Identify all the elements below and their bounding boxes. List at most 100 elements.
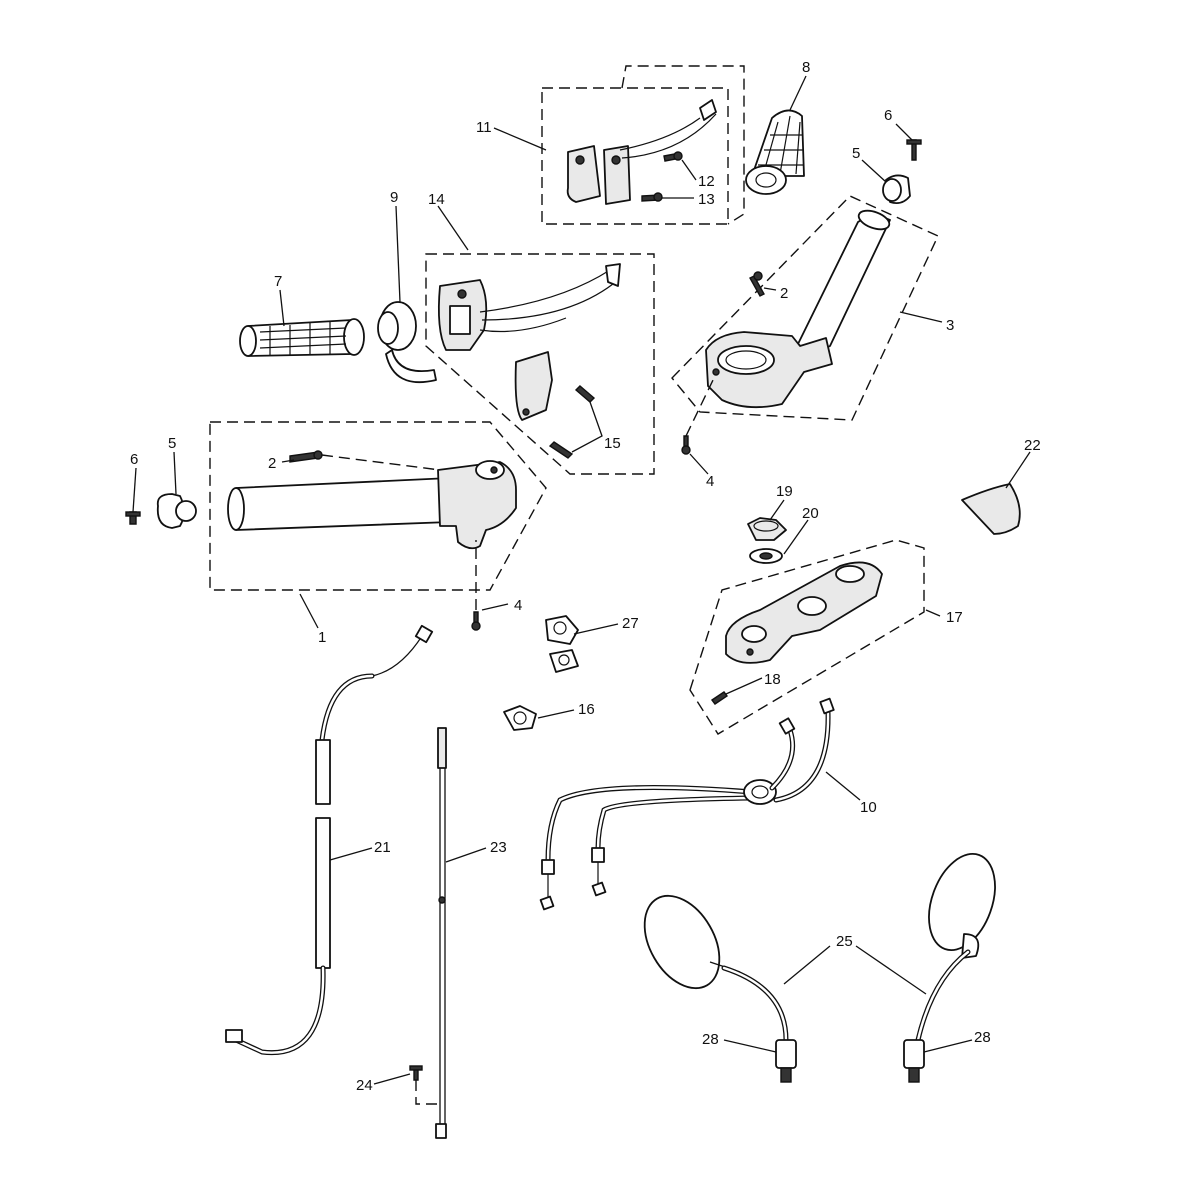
callout-8: 8: [802, 59, 810, 76]
cable-clip-27: [545, 615, 579, 673]
leader-24: [373, 1073, 411, 1085]
left-switch-housing: [437, 263, 621, 421]
leader-20: [783, 519, 809, 555]
callout-6a: 6: [130, 451, 138, 468]
decal-22: [961, 483, 1021, 535]
screw-2-right: [749, 271, 765, 297]
clutch-cable: [225, 624, 434, 1056]
mirror-left: [643, 894, 797, 1083]
screw-13: [641, 192, 663, 202]
callout-18: 18: [764, 671, 781, 688]
group-outline-1: [209, 421, 547, 591]
leader-25a: [783, 945, 831, 985]
right-handlebar: [705, 209, 891, 409]
leader-16: [537, 709, 575, 719]
mirror-right: [903, 853, 996, 1083]
callout-2b: 2: [780, 285, 788, 302]
callout-3: 3: [946, 317, 954, 334]
leader-4b-dashed: [685, 377, 715, 437]
callout-17: 17: [946, 609, 963, 626]
callout-11: 11: [476, 119, 492, 136]
leader-17: [925, 609, 941, 617]
callout-22: 22: [1024, 437, 1041, 454]
leader-2b: [763, 287, 777, 291]
group-outline-11-back: [621, 65, 745, 225]
group-outline-17: [689, 539, 925, 735]
leader-27: [573, 623, 619, 635]
leader-10: [825, 771, 861, 801]
callout-14: 14: [428, 191, 445, 208]
callout-24: 24: [356, 1077, 373, 1094]
bar-end-5-right: [882, 174, 911, 205]
callout-28a: 28: [702, 1031, 719, 1048]
leader-28a: [723, 1039, 777, 1053]
screw-4-left: [471, 611, 481, 631]
leader-7: [279, 289, 285, 327]
leader-21: [329, 847, 373, 861]
leader-24-dashed: [415, 1080, 440, 1105]
group-outline-14: [425, 253, 655, 475]
leader-22: [1005, 451, 1031, 489]
callout-12: 12: [698, 173, 715, 190]
callout-16: 16: [578, 701, 595, 718]
callout-4b: 4: [706, 473, 714, 490]
leader-6b: [895, 123, 913, 141]
group-outline-11: [541, 87, 729, 225]
leader-19: [769, 499, 785, 521]
leader-12: [681, 159, 697, 181]
screw-15a: [574, 385, 596, 403]
leader-14: [437, 205, 469, 251]
callout-7: 7: [274, 273, 282, 290]
leader-2a: [281, 459, 295, 463]
leader-5a: [173, 451, 177, 495]
leader-23: [445, 847, 487, 863]
left-grip: [239, 318, 365, 357]
screw-24: [409, 1065, 423, 1081]
bar-end-5-left: [156, 493, 197, 529]
leader-25b: [855, 945, 927, 995]
callout-25: 25: [836, 933, 853, 950]
throttle-drum: [377, 301, 437, 384]
callout-6b: 6: [884, 107, 892, 124]
leader-3: [899, 311, 943, 323]
callout-28b: 28: [974, 1029, 991, 1046]
screw-2-left: [289, 450, 323, 463]
leader-4b: [689, 453, 709, 475]
group-outline-3: [671, 195, 939, 421]
screw-4-right: [681, 435, 691, 455]
leader-8: [789, 75, 807, 111]
callout-1: 1: [318, 629, 326, 646]
right-grip: [745, 109, 805, 195]
callout-5a: 5: [168, 435, 176, 452]
leader-15: [571, 401, 603, 453]
callout-23: 23: [490, 839, 507, 856]
leader-4a: [481, 603, 509, 611]
callout-15: 15: [604, 435, 621, 452]
nut-19: [747, 517, 787, 541]
cable-clip-16: [503, 705, 537, 731]
callout-2a: 2: [268, 455, 276, 472]
left-handlebar: [227, 460, 517, 550]
leader-6a: [132, 467, 137, 513]
washer-20: [749, 548, 783, 564]
callout-10: 10: [860, 799, 877, 816]
screw-15b: [548, 441, 574, 459]
leader-1: [299, 593, 319, 629]
callout-13: 13: [698, 191, 715, 208]
callout-20: 20: [802, 505, 819, 522]
leader-5b: [861, 159, 887, 183]
top-yoke: [725, 561, 883, 664]
callout-21: 21: [374, 839, 391, 856]
leader-9: [395, 205, 401, 303]
callout-19: 19: [776, 483, 793, 500]
callout-4a: 4: [514, 597, 522, 614]
screw-6-right: [906, 139, 922, 161]
callout-5b: 5: [852, 145, 860, 162]
callout-9: 9: [390, 189, 398, 206]
leader-2a-dashed: [321, 454, 441, 471]
bolt-18: [710, 691, 729, 705]
leader-18: [725, 677, 763, 695]
callout-27: 27: [622, 615, 639, 632]
leader-11: [493, 127, 547, 151]
